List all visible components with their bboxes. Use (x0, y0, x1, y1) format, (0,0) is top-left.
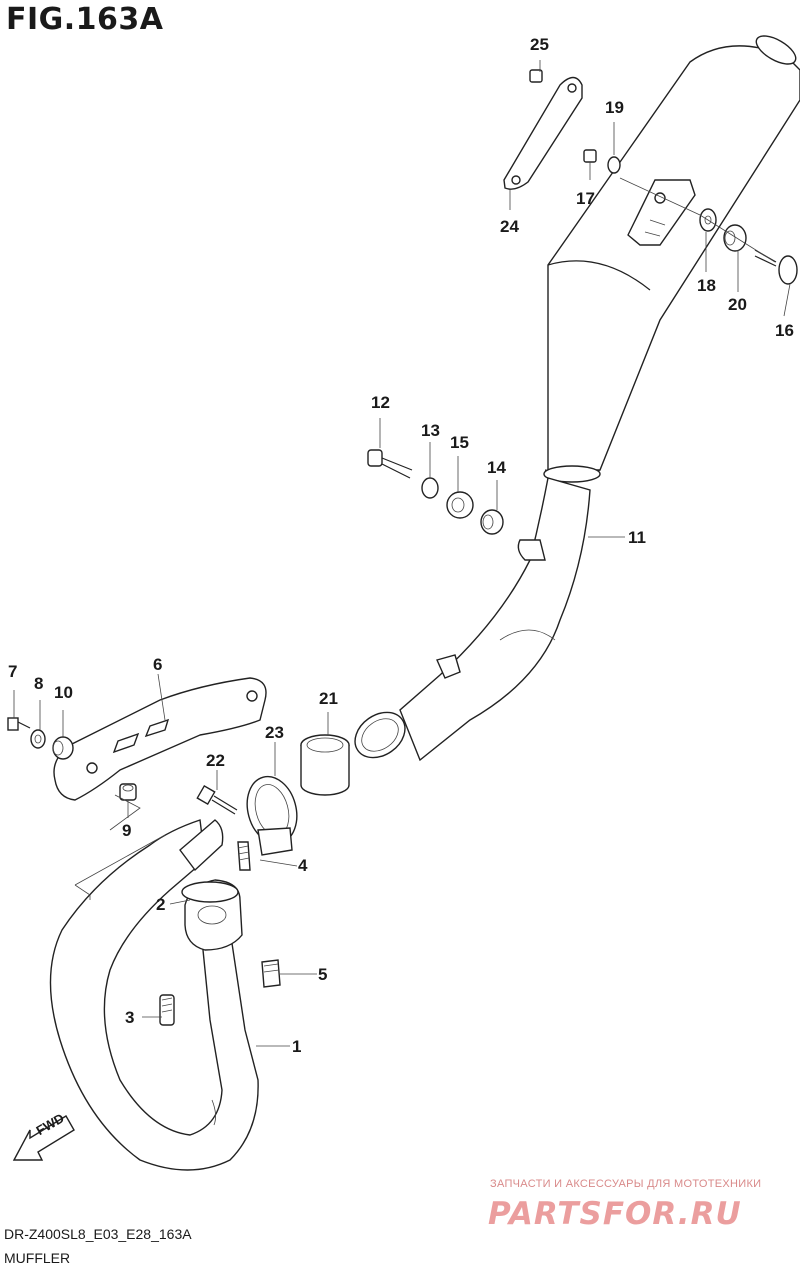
callout-20: 20 (728, 295, 747, 314)
callout-23: 23 (265, 723, 284, 742)
gasket-21 (300, 734, 350, 796)
callout-4: 4 (298, 856, 308, 875)
callout-12: 12 (371, 393, 390, 412)
callout-22: 22 (206, 751, 225, 770)
collar-14 (480, 509, 504, 535)
clamp-23 (246, 775, 298, 856)
callout-8: 8 (34, 674, 44, 693)
callout-16: 16 (775, 321, 794, 340)
nut-9 (119, 783, 137, 801)
callout-17: 17 (576, 189, 595, 208)
connecting-pipe (354, 477, 591, 762)
callout-10: 10 (54, 683, 73, 702)
callout-13: 13 (421, 421, 440, 440)
callout-3: 3 (125, 1008, 135, 1027)
callout-5: 5 (318, 965, 328, 984)
exhaust-pipe-1 (49, 819, 259, 1171)
collar-10 (52, 736, 74, 760)
bracket-6 (53, 677, 267, 801)
callout-7: 7 (8, 662, 18, 681)
diagram-name: MUFFLER (4, 1250, 71, 1266)
callout-6: 6 (153, 655, 163, 674)
diagram-code: DR-Z400SL8_E03_E28_163A (4, 1226, 192, 1242)
bolt-7 (7, 717, 31, 731)
watermark-logo: PARTSFOR.RU (488, 1196, 742, 1232)
washer-13 (421, 477, 439, 499)
nut-17 (583, 149, 597, 163)
watermark-tagline: ЗАПЧАСТИ И АКСЕССУАРЫ ДЛЯ МОТОТЕХНИКИ (490, 1178, 762, 1190)
callout-19: 19 (605, 98, 624, 117)
callout-1: 1 (292, 1037, 302, 1056)
stud-4 (237, 841, 251, 871)
fwd-arrow (12, 1115, 75, 1161)
strap-24 (503, 76, 583, 190)
muffler-silencer (543, 35, 800, 483)
collar-15 (446, 491, 474, 519)
callout-18: 18 (697, 276, 716, 295)
figure-title: FIG.163A (6, 2, 164, 37)
bolt-22 (196, 784, 238, 815)
collar-20 (723, 224, 747, 252)
callout-2: 2 (156, 895, 166, 914)
nut-5 (261, 959, 281, 988)
callout-15: 15 (450, 433, 469, 452)
callout-25: 25 (530, 35, 549, 54)
bolt-3 (159, 994, 175, 1026)
callout-24: 24 (500, 217, 519, 236)
callout-21: 21 (319, 689, 338, 708)
bolt-12 (367, 449, 413, 479)
callout-11: 11 (628, 528, 646, 547)
nut-25 (529, 69, 543, 83)
leader-lines (13, 60, 791, 1047)
callout-14: 14 (487, 458, 506, 477)
callout-9: 9 (122, 821, 132, 840)
washer-19 (607, 156, 621, 174)
bolt-16 (754, 249, 798, 285)
washer-8 (30, 729, 46, 749)
